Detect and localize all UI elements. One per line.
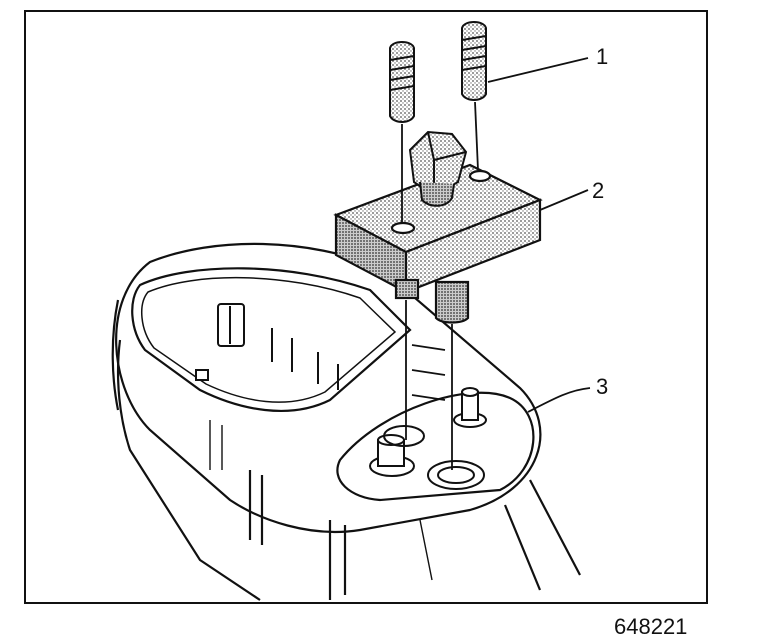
alignment-lines	[401, 101, 479, 470]
figure-id: 648221	[614, 614, 688, 639]
connector-pins	[195, 303, 339, 390]
callout-1: 1	[596, 44, 609, 69]
hex-bolt	[408, 130, 468, 207]
callout-3: 3	[596, 374, 609, 399]
callout-2: 2	[592, 178, 605, 203]
throttle-body-housing	[111, 242, 581, 601]
figure-frame	[24, 10, 708, 604]
mounting-bosses	[369, 387, 487, 490]
leader-lines	[487, 57, 591, 413]
screws	[389, 21, 487, 123]
